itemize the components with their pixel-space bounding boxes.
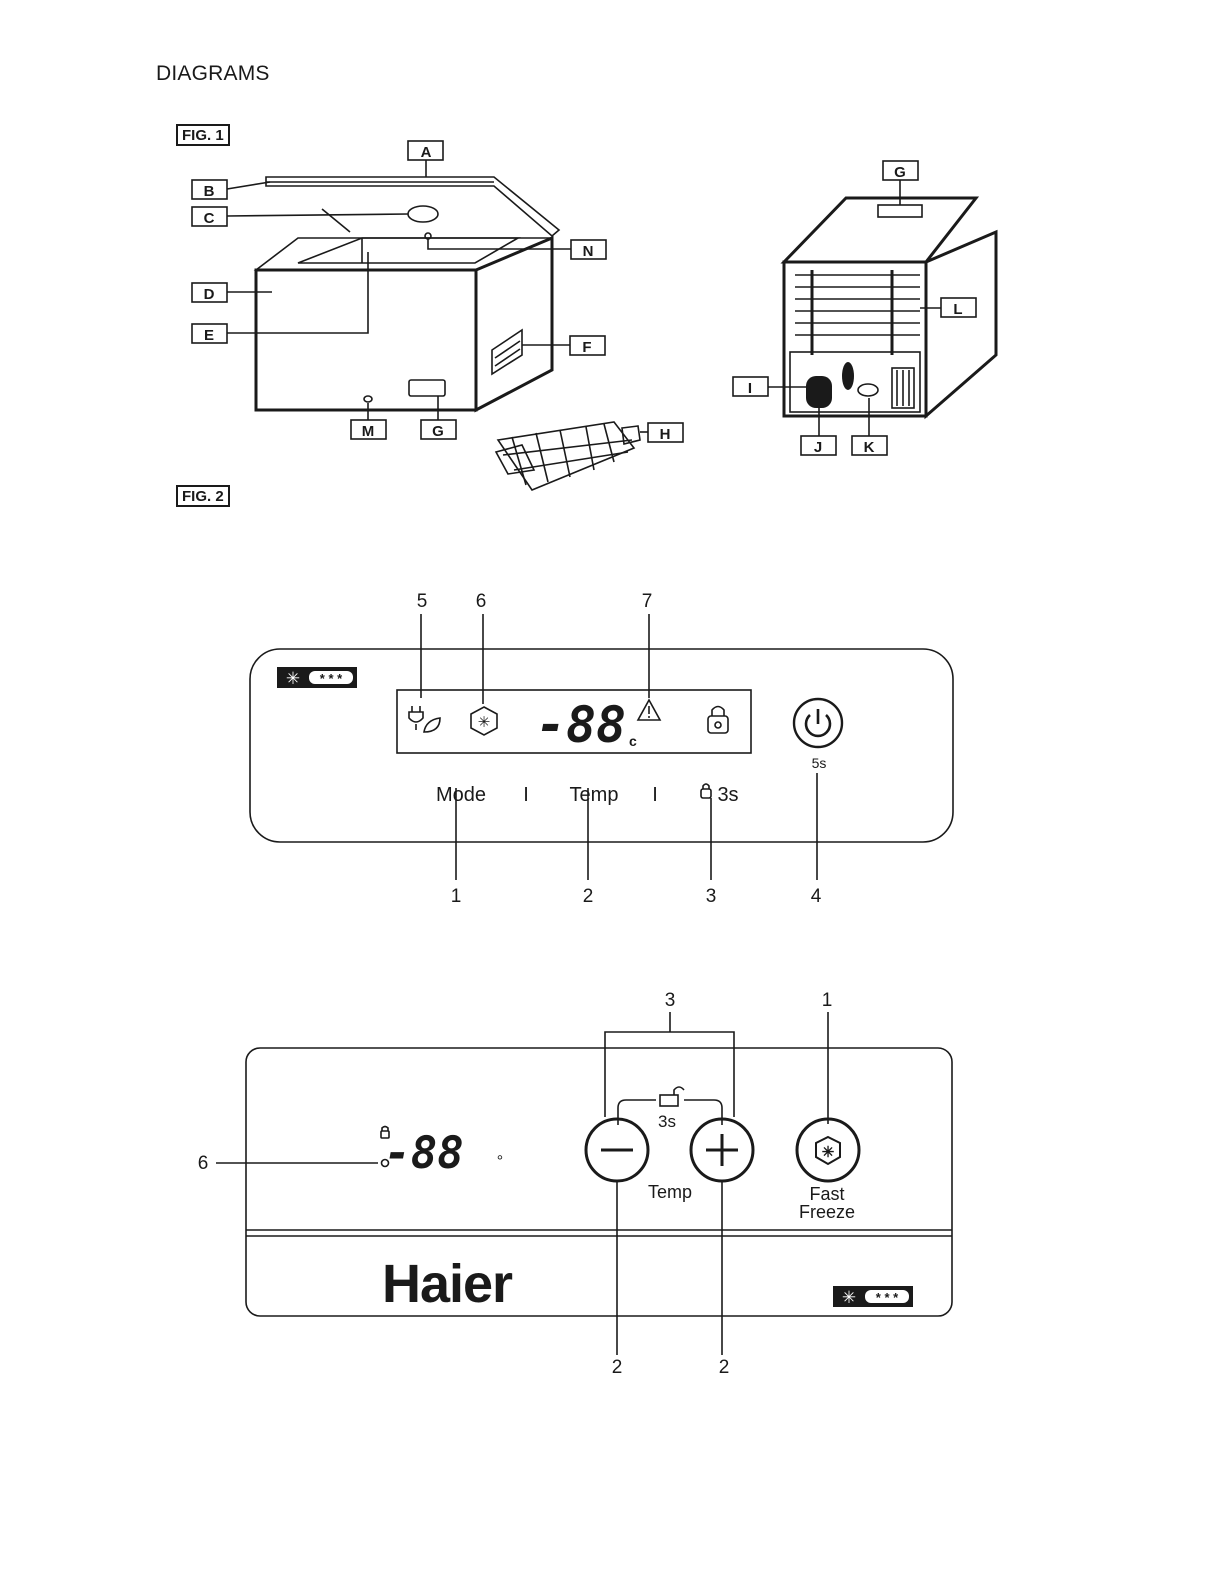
callout-l: L (953, 301, 962, 318)
fast-freeze-icon: ✳ (471, 707, 497, 735)
callout-a: A (421, 144, 432, 161)
panel2-temp-readout: -88 (384, 1128, 463, 1179)
panel1-unit: c (629, 733, 637, 749)
control-panel-1: 5 6 7 ✳ * * * ✳ -88 c 5s Mode I (0, 580, 1224, 910)
svg-text:✳: ✳ (822, 1144, 835, 1161)
brand-logo: Haier (382, 1254, 513, 1314)
mode-button-label[interactable]: Mode (436, 784, 486, 806)
panel2-label-3: 3 (665, 990, 676, 1011)
callout-n: N (583, 243, 594, 260)
panel2-label-6: 6 (198, 1153, 209, 1174)
lock-button[interactable]: 3s (701, 784, 739, 806)
fig1-drawing: A B C D E F G H I J K L M N G (0, 0, 1224, 520)
lock-hold-time: 3s (717, 784, 738, 806)
svg-text:* * *: * * * (320, 671, 343, 686)
fast-freeze-button[interactable]: ✳ (797, 1119, 859, 1181)
power-hold-time: 5s (812, 755, 827, 771)
panel1-temp-readout: -88 (536, 696, 626, 754)
svg-text:✳: ✳ (842, 1288, 856, 1307)
separator-2: I (652, 784, 658, 806)
freezer-cabinet (256, 233, 552, 410)
eco-plug-icon (409, 706, 440, 732)
panel1-label-1: 1 (451, 886, 462, 907)
fast-freeze-label-2: Freeze (799, 1202, 855, 1222)
callout-e: E (204, 327, 214, 344)
callout-k: K (864, 439, 875, 456)
panel2-label-2b: 2 (719, 1357, 730, 1378)
svg-text:* * *: * * * (876, 1290, 899, 1305)
lid-handle-c (408, 206, 438, 222)
freezer-lid (266, 177, 559, 236)
callout-b: B (204, 183, 215, 200)
panel1-label-3: 3 (706, 886, 717, 907)
unlock-icon (660, 1087, 684, 1106)
fast-freeze-label-1: Fast (809, 1184, 844, 1204)
separator-1: I (523, 784, 529, 806)
minus-button[interactable] (586, 1119, 648, 1181)
plus-button-icon (706, 1134, 738, 1166)
panel1-label-4: 4 (811, 886, 822, 907)
callout-c: C (204, 210, 215, 227)
panel2-label-2a: 2 (612, 1357, 623, 1378)
callout-i: I (748, 380, 752, 397)
temp-button-label[interactable]: Temp (570, 784, 619, 806)
panel2-lock-hold: 3s (658, 1112, 676, 1131)
panel1-label-7: 7 (642, 591, 653, 612)
callout-d: D (204, 286, 215, 303)
alarm-icon (638, 700, 660, 720)
star-rating-icon: ✳ * * * (277, 667, 357, 688)
svg-text:✳: ✳ (286, 669, 300, 688)
panel2-frame (246, 1048, 952, 1316)
panel1-label-5: 5 (417, 591, 428, 612)
freezer-basket (496, 422, 640, 490)
callout-g: G (432, 423, 444, 440)
lock-icon (708, 707, 728, 734)
callout-m: M (362, 423, 375, 440)
power-button[interactable] (794, 699, 842, 747)
panel1-label-6: 6 (476, 591, 487, 612)
panel2-degree: ° (497, 1153, 503, 1170)
panel1-label-2: 2 (583, 886, 594, 907)
small-lock-icon (701, 789, 711, 798)
callout-g-rear: G (894, 164, 906, 181)
control-panel-2: 3 1 6 -88 ° 3s Temp ✳ Fast Free (0, 980, 1224, 1390)
panel2-label-1: 1 (822, 990, 833, 1011)
plus-button[interactable] (691, 1119, 753, 1181)
callout-j: J (814, 439, 822, 456)
svg-text:✳: ✳ (478, 714, 491, 731)
star-rating-icon: ✳ * * * (833, 1286, 913, 1307)
panel2-temp-label: Temp (648, 1182, 692, 1202)
callout-f: F (582, 339, 591, 356)
callout-h: H (660, 426, 671, 443)
